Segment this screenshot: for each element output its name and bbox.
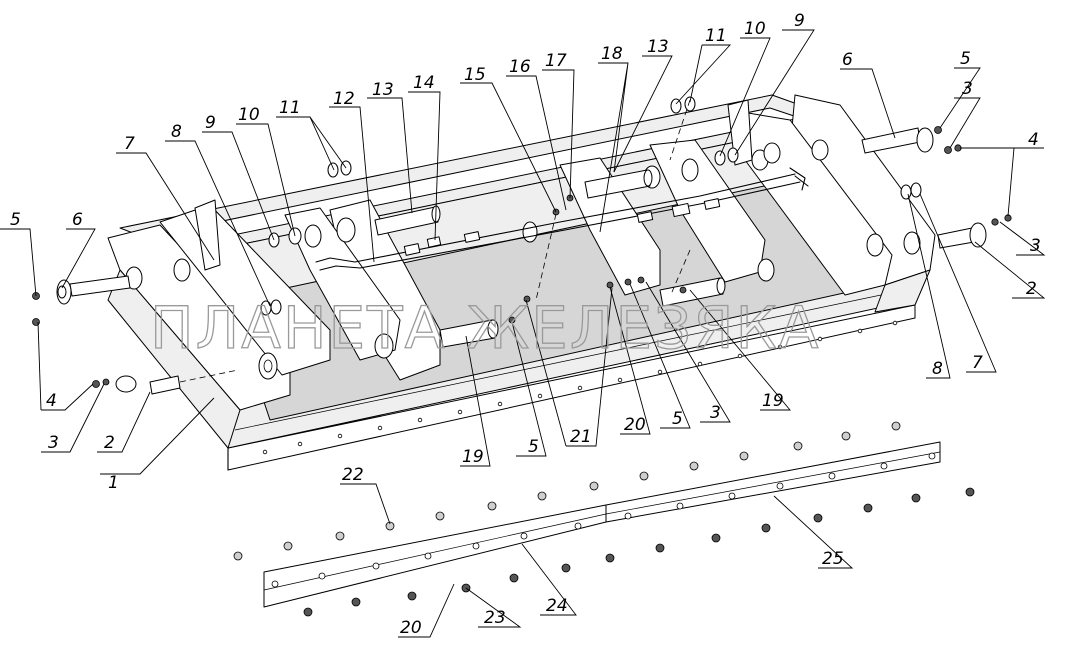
- callout-16: 16: [509, 57, 531, 77]
- hydraulic-lines: [315, 167, 809, 271]
- callout-22: 22: [342, 465, 364, 485]
- frame-assembly: [107, 94, 936, 471]
- callout-5-center2: 5: [528, 437, 539, 457]
- callout-11-left: 11: [279, 98, 301, 118]
- callout-10-right: 10: [744, 19, 766, 39]
- callout-1: 1: [108, 473, 119, 493]
- callout-8-left: 8: [171, 122, 182, 142]
- callout-7-left: 7: [124, 134, 135, 154]
- callout-2-left: 2: [104, 433, 115, 453]
- callout-15: 15: [464, 65, 486, 85]
- callout-4-left: 4: [46, 391, 57, 411]
- nuts-23: [303, 487, 975, 617]
- callout-13-right: 13: [647, 37, 669, 57]
- callout-3-right-top: 3: [962, 79, 973, 99]
- callout-20-bottom: 20: [400, 618, 422, 638]
- wear-strip-25: [605, 441, 941, 523]
- callout-5-left: 5: [10, 210, 21, 230]
- callout-18: 18: [601, 44, 623, 64]
- strip-holes: [271, 452, 936, 588]
- callout-2-right: 2: [1026, 279, 1037, 299]
- callout-12: 12: [333, 89, 355, 109]
- callout-3-center: 3: [710, 403, 721, 423]
- watermark: ПЛАНЕТА ЖЕЛЕЗЯКА: [150, 294, 820, 362]
- edge-holes: [262, 320, 898, 455]
- callout-7-right: 7: [972, 353, 983, 373]
- callout-25: 25: [822, 549, 844, 569]
- callout-6-right: 6: [842, 50, 853, 70]
- callout-labels: 1 2 3 4 5 6 7 8 9 10 11 12 13 14 15 16 1…: [10, 11, 1041, 638]
- leaders: [0, 29, 1046, 638]
- bolts-22: [233, 421, 901, 561]
- callout-24: 24: [546, 596, 568, 616]
- callout-20-center: 20: [624, 415, 646, 435]
- callout-5-right: 5: [960, 49, 971, 69]
- callout-19-left: 19: [462, 447, 484, 467]
- rib-center: [559, 157, 661, 296]
- wear-strip-24: [263, 504, 607, 608]
- callout-3-left: 3: [48, 433, 59, 453]
- callout-10-left: 10: [238, 105, 260, 125]
- callout-23: 23: [484, 608, 506, 628]
- callout-3-right: 3: [1030, 236, 1041, 256]
- center-fasteners: [508, 99, 691, 324]
- callout-13-left: 13: [372, 80, 394, 100]
- callout-8-right: 8: [932, 359, 943, 379]
- callout-6-left: 6: [72, 210, 83, 230]
- callout-17: 17: [545, 51, 567, 71]
- callout-19-right: 19: [762, 391, 784, 411]
- left-pins: [32, 275, 239, 395]
- callout-9-left: 9: [205, 113, 216, 133]
- callout-9-right: 9: [794, 11, 805, 31]
- callout-21: 21: [570, 427, 592, 447]
- callout-4-right: 4: [1028, 130, 1039, 150]
- sleeves: [374, 169, 726, 348]
- callout-14: 14: [413, 73, 435, 93]
- right-pins: [861, 126, 1012, 249]
- callout-11-right: 11: [705, 26, 727, 46]
- callout-5-center: 5: [672, 409, 683, 429]
